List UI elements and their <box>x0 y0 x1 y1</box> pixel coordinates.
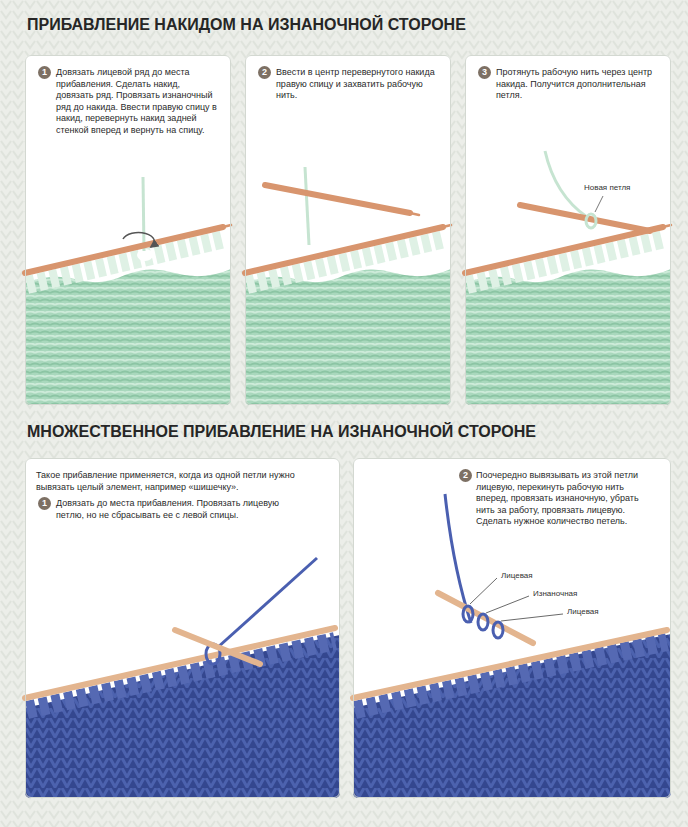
stitch-loops <box>467 239 665 285</box>
leader-line <box>470 578 497 604</box>
step-number: 3 <box>478 66 491 79</box>
knitting-needle <box>25 628 335 698</box>
right-needle <box>520 205 650 231</box>
step-photo <box>25 55 231 405</box>
step-photo <box>245 55 451 405</box>
panel-ground <box>25 458 340 798</box>
working-yarn <box>143 177 144 251</box>
right-needle <box>438 593 533 643</box>
instruction-text: Протянуть рабочую нить через центр накид… <box>496 67 660 102</box>
step-panel: Ввести в центр перевернутого накида прав… <box>245 55 451 405</box>
instruction-text: Довязать до места прибавления. Провязать… <box>56 498 299 521</box>
stitch-loops <box>27 239 225 285</box>
step-number-text: 1 <box>42 499 47 508</box>
step-number: 2 <box>459 469 472 482</box>
knitting-needle <box>465 227 663 273</box>
stitch-loop <box>463 606 473 622</box>
needle-tip <box>663 225 671 227</box>
working-yarn <box>545 151 587 217</box>
stitch-loops <box>355 642 667 710</box>
instruction-text: Ввести в центр перевернутого накида прав… <box>276 67 440 102</box>
step-number: 1 <box>38 497 51 510</box>
turn-arrow <box>123 232 154 247</box>
callout-label: Изнаночная <box>532 589 578 599</box>
step-number-text: 2 <box>262 68 267 77</box>
step-number-text: 2 <box>463 471 468 480</box>
instruction-text: Поочередно вывязывать из этой петли лице… <box>476 470 656 528</box>
stitch-loop <box>478 614 488 630</box>
callout-label: Лицевая <box>566 607 600 617</box>
knitting-needle <box>245 227 443 273</box>
step-number-text: 1 <box>42 68 47 77</box>
instruction-text: Довязать лицевой ряд до места прибавлени… <box>56 67 220 136</box>
stitch-loops <box>27 641 335 710</box>
leader-lines <box>470 578 563 621</box>
leader-line <box>595 196 603 212</box>
panel-ground <box>353 458 671 798</box>
callout-label: Лицевая <box>500 571 534 581</box>
step-photo <box>465 55 671 405</box>
step-number: 2 <box>258 66 271 79</box>
step-panel: Такое прибавление применяется, когда из … <box>25 458 340 798</box>
intro-text: Такое прибавление применяется, когда из … <box>36 470 299 493</box>
step-number: 1 <box>38 66 51 79</box>
step-panel: Поочередно вывязывать из этой петли лице… <box>353 458 671 798</box>
knitted-fabric <box>25 269 231 405</box>
knitted-fabric <box>245 269 451 405</box>
step-panel: Протянуть рабочую нить через центр накид… <box>465 55 671 405</box>
panel-ground <box>25 55 231 405</box>
right-needle <box>265 185 410 213</box>
panel-ground <box>245 55 451 405</box>
right-needle <box>175 630 260 664</box>
new-loop <box>586 214 596 228</box>
needle-tip <box>443 225 451 227</box>
section-heading: МНОЖЕСТВЕННОЕ ПРИБАВЛЕНИЕ НА ИЗНАНОЧНОЙ … <box>27 423 536 441</box>
page-title: ПРИБАВЛЕНИЕ НАКИДОМ НА ИЗНАНОЧНОЙ СТОРОН… <box>27 16 466 34</box>
step-photo <box>25 458 340 798</box>
knitted-fabric <box>353 634 671 798</box>
needle-tip <box>223 225 231 227</box>
knitting-needle <box>25 227 223 273</box>
knitting-needle <box>353 630 667 698</box>
working-yarn <box>217 558 317 648</box>
leader-line <box>486 596 529 613</box>
step-panel: Довязать лицевой ряд до места прибавлени… <box>25 55 231 405</box>
knitted-fabric <box>465 269 671 405</box>
needle-tip <box>410 213 419 215</box>
working-yarn <box>305 167 309 245</box>
stitch-loops <box>247 239 445 285</box>
stitch-loop <box>493 622 503 638</box>
step-photo <box>353 458 671 798</box>
callout-label: Новая петля <box>583 183 631 193</box>
panel-ground <box>465 55 671 405</box>
step-number-text: 3 <box>482 68 487 77</box>
leader-line <box>501 614 563 621</box>
